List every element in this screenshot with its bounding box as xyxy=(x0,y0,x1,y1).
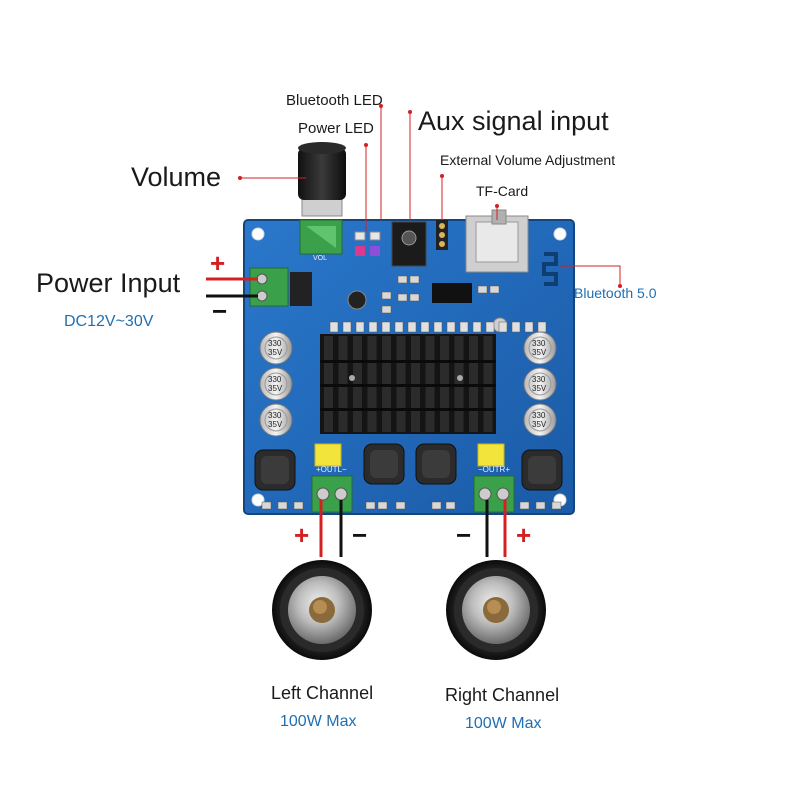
capacitor-voltage: 35V xyxy=(268,348,283,357)
tf-card-label: TF-Card xyxy=(476,183,529,199)
ic-chip xyxy=(432,283,472,303)
speaker-icon xyxy=(446,560,546,660)
capacitor-voltage: 35V xyxy=(532,384,547,393)
left-channel-label: Left Channel xyxy=(271,683,374,703)
power-terminal-icon xyxy=(249,267,312,307)
right-max-label: 100W Max xyxy=(465,715,542,732)
external-volume-label: External Volume Adjustment xyxy=(440,152,616,168)
left-minus-sign: − xyxy=(352,520,368,550)
power-minus-sign: − xyxy=(212,296,228,326)
left-output-terminal xyxy=(311,475,353,513)
capacitor-voltage: 35V xyxy=(532,420,547,429)
speaker-icon xyxy=(272,560,372,660)
vol-trimmer-icon xyxy=(299,219,343,255)
leader-lines xyxy=(238,104,622,288)
bluetooth-label: Bluetooth 5.0 xyxy=(574,285,657,301)
power-input-label: Power Input xyxy=(36,268,181,298)
audio-jack-icon xyxy=(391,221,427,267)
smd-components xyxy=(261,275,562,510)
capacitor-value: 330 xyxy=(532,411,546,420)
bluetooth-led-label: Bluetooth LED xyxy=(286,92,383,109)
capacitor-voltage: 35V xyxy=(268,384,283,393)
external-volume-header xyxy=(436,220,448,250)
power-plus-sign: + xyxy=(210,248,226,278)
power-wires xyxy=(206,277,258,298)
outl-silkscreen: +OUTL− xyxy=(316,465,347,474)
capacitor-voltage: 35V xyxy=(268,420,283,429)
speaker-wires xyxy=(319,500,507,557)
vol-silkscreen: VOL xyxy=(313,255,327,262)
capacitor-voltage: 35V xyxy=(532,348,547,357)
yellow-capacitor-left xyxy=(314,443,342,467)
aux-signal-input-label: Aux signal input xyxy=(418,106,609,136)
right-output-terminal xyxy=(473,475,515,513)
left-plus-sign: + xyxy=(294,520,310,550)
right-channel-label: Right Channel xyxy=(445,685,560,705)
led-indicators xyxy=(354,231,381,256)
outr-silkscreen: −OUTR+ xyxy=(478,465,510,474)
sd-card-slot-icon xyxy=(465,209,529,273)
dc-range-label: DC12V~30V xyxy=(64,313,154,330)
volume-label: Volume xyxy=(131,162,222,192)
volume-knob-icon xyxy=(298,142,346,217)
capacitor-value: 330 xyxy=(532,375,546,384)
capacitor-value: 330 xyxy=(532,339,546,348)
yellow-capacitor-right xyxy=(477,443,505,467)
heatsink-icon xyxy=(320,334,496,434)
capacitor-value: 330 xyxy=(268,375,282,384)
capacitor-value: 330 xyxy=(268,339,282,348)
right-plus-sign: + xyxy=(516,520,532,550)
left-max-label: 100W Max xyxy=(280,713,357,730)
capacitor-value: 330 xyxy=(268,411,282,420)
power-led-label: Power LED xyxy=(298,120,374,137)
right-minus-sign: − xyxy=(456,520,472,550)
inductors xyxy=(254,443,563,491)
bluetooth-antenna-icon xyxy=(542,252,558,286)
